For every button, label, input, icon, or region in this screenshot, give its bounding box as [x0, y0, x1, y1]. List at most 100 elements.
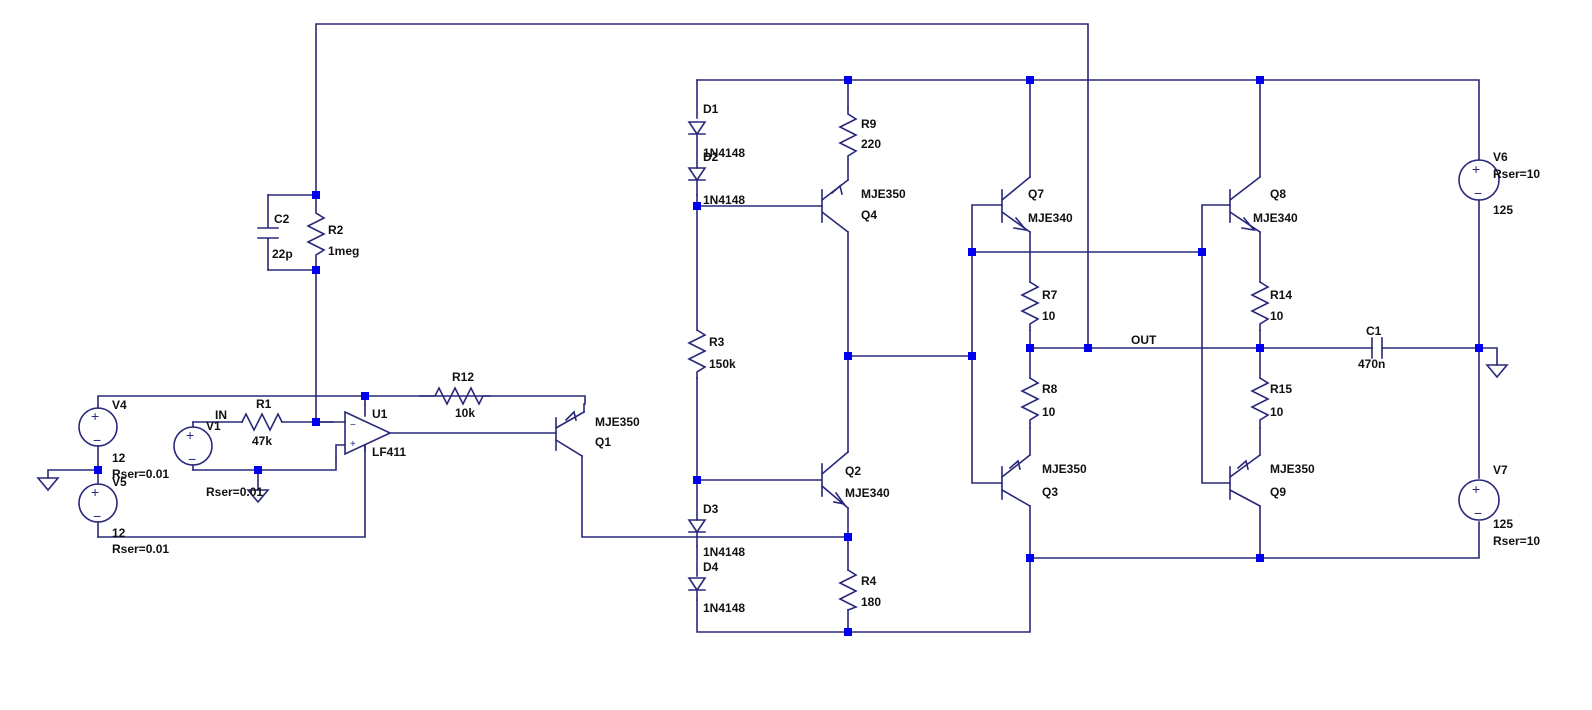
r4-ref: R4: [861, 574, 877, 588]
junction-dot: [844, 352, 852, 360]
d1-model: 1N4148: [703, 146, 745, 160]
svg-text:−: −: [1474, 505, 1482, 521]
voltage-source-v7[interactable]: +−: [1458, 479, 1500, 521]
c2-ref: C2: [274, 212, 290, 226]
q9-ref: Q9: [1270, 485, 1286, 499]
svg-text:−: −: [93, 508, 101, 524]
diode-d2[interactable]: [687, 167, 707, 196]
r7-ref: R7: [1042, 288, 1058, 302]
resistor-r2[interactable]: [306, 194, 326, 271]
svg-text:−: −: [93, 432, 101, 448]
junction-dot: [693, 202, 701, 210]
svg-text:+: +: [91, 484, 99, 500]
d4-model: 1N4148: [703, 601, 745, 615]
diode-d3[interactable]: [687, 519, 707, 547]
voltage-source-v5[interactable]: +−: [78, 445, 118, 538]
q4-ref: Q4: [861, 208, 877, 222]
v5-value: 12: [112, 526, 126, 540]
r8-ref: R8: [1042, 382, 1058, 396]
u1-model: LF411: [372, 445, 406, 459]
resistor-r12[interactable]: [419, 386, 491, 406]
r12-value: 10k: [455, 406, 475, 420]
diode-d1[interactable]: [687, 121, 707, 169]
v5-rser: Rser=0.01: [112, 542, 169, 556]
resistor-r9[interactable]: [838, 107, 858, 161]
r2-ref: R2: [328, 223, 344, 237]
svg-text:+: +: [1472, 161, 1480, 177]
r8-value: 10: [1042, 405, 1056, 419]
transistor-q7[interactable]: [1000, 175, 1032, 234]
r15-value: 10: [1270, 405, 1284, 419]
d4-ref: D4: [703, 560, 719, 574]
junction-dot: [844, 628, 852, 636]
svg-text:−: −: [1474, 185, 1482, 201]
r15-ref: R15: [1270, 382, 1292, 396]
svg-text:+: +: [186, 427, 194, 443]
junction-dot: [1198, 248, 1206, 256]
resistor-r4[interactable]: [838, 568, 858, 612]
net-label-out: OUT: [1131, 333, 1157, 347]
transistor-q8[interactable]: [1228, 175, 1262, 234]
transistor-q1[interactable]: [554, 403, 586, 458]
resistor-r3[interactable]: [687, 328, 707, 379]
junction-dot: [844, 76, 852, 84]
transistor-q3[interactable]: [1000, 453, 1032, 508]
d2-ref: D2: [703, 150, 719, 164]
r9-value: 220: [861, 137, 881, 151]
d3-model: 1N4148: [703, 545, 745, 559]
diode-d4[interactable]: [687, 577, 707, 601]
capacitor-c2[interactable]: [257, 194, 279, 271]
svg-text:−: −: [188, 451, 196, 467]
transistor-q2[interactable]: [820, 450, 850, 510]
q4-model: MJE350: [861, 187, 906, 201]
v4-value: 12: [112, 451, 126, 465]
r1-value: 47k: [252, 434, 272, 448]
q9-model: MJE350: [1270, 462, 1315, 476]
voltage-source-v6[interactable]: +−: [1458, 159, 1500, 201]
q2-ref: Q2: [845, 464, 861, 478]
r3-ref: R3: [709, 335, 725, 349]
q1-ref: Q1: [595, 435, 611, 449]
wires: [47, 23, 1498, 633]
v7-rser: Rser=10: [1493, 534, 1540, 548]
u1-ref: U1: [372, 407, 388, 421]
junction-dot: [1026, 344, 1034, 352]
ground-symbol: [246, 489, 270, 504]
resistor-r15[interactable]: [1250, 376, 1270, 429]
net-label-in: IN: [215, 408, 227, 422]
resistor-r8[interactable]: [1020, 376, 1040, 429]
resistor-r1[interactable]: [240, 412, 284, 432]
ground-symbols: [36, 364, 1509, 504]
resistor-r14[interactable]: [1250, 280, 1270, 331]
component-labels: V4 12 Rser=0.01 V5 12 Rser=0.01 V1 Rser=…: [112, 102, 1540, 615]
transistor-q4[interactable]: [820, 178, 850, 234]
opamp-u1[interactable]: − +: [331, 404, 392, 459]
q7-model: MJE340: [1028, 211, 1073, 225]
d2-model: 1N4148: [703, 193, 745, 207]
voltage-source-v1[interactable]: +−: [173, 421, 213, 471]
r1-ref: R1: [256, 397, 272, 411]
voltage-source-v4[interactable]: +−: [78, 407, 118, 448]
capacitor-c1[interactable]: [1371, 337, 1383, 359]
r14-ref: R14: [1270, 288, 1292, 302]
r4-value: 180: [861, 595, 881, 609]
ground-symbol: [36, 477, 60, 492]
svg-text:+: +: [91, 408, 99, 424]
junction-dot: [1084, 344, 1092, 352]
transistor-q9[interactable]: [1228, 453, 1262, 508]
junction-dot: [254, 466, 262, 474]
svg-text:+: +: [1472, 481, 1480, 497]
junction-dot: [1475, 344, 1483, 352]
d1-ref: D1: [703, 102, 719, 116]
svg-text:−: −: [350, 420, 356, 431]
junction-dot: [94, 466, 102, 474]
junction-dot: [1026, 554, 1034, 562]
resistor-r7[interactable]: [1020, 280, 1040, 331]
q1-model: MJE350: [595, 415, 640, 429]
junction-dot: [968, 352, 976, 360]
r14-value: 10: [1270, 309, 1284, 323]
r9-ref: R9: [861, 117, 877, 131]
junction-dots: [94, 76, 1483, 636]
junction-dot: [312, 418, 320, 426]
junction-dot: [968, 248, 976, 256]
